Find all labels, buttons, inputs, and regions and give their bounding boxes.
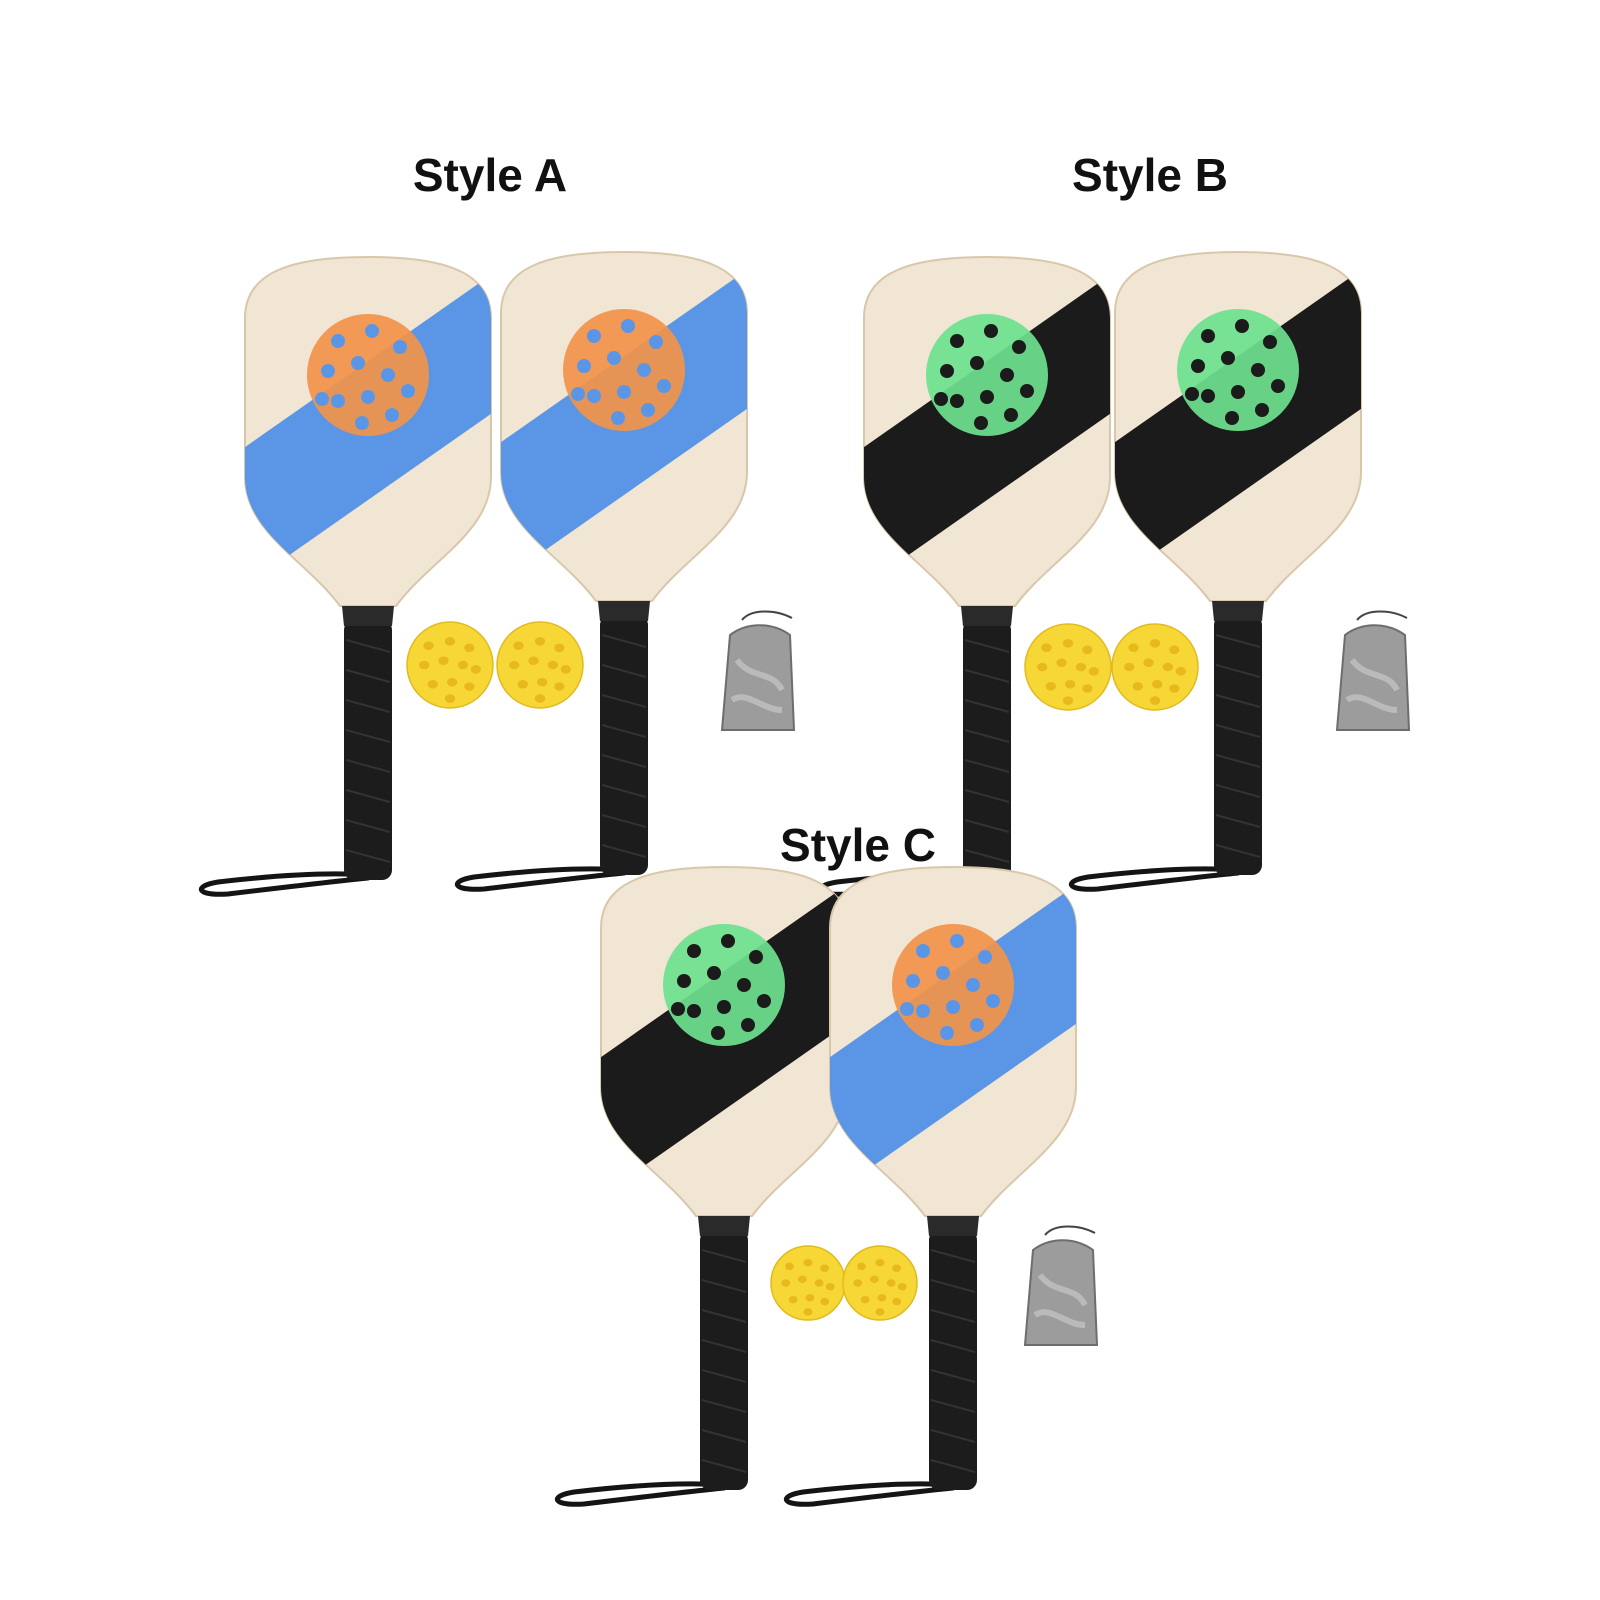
- pickleball-ball-icon: [770, 1245, 846, 1321]
- paddle-handle: [344, 620, 392, 880]
- pickleball-ball-icon: [1111, 623, 1199, 711]
- printed-ball-icon: [1177, 309, 1299, 431]
- pickleball-ball-icon: [496, 621, 584, 709]
- printed-ball-icon: [892, 924, 1014, 1046]
- style-c-set: [554, 865, 1099, 1507]
- paddle-handle: [929, 1230, 977, 1490]
- paddle-handle: [600, 615, 648, 875]
- style-b-title: Style B: [1072, 149, 1228, 201]
- style-b-paddle-2: [1068, 250, 1362, 892]
- mesh-bag-icon: [1023, 1225, 1099, 1346]
- wrist-strap: [1068, 866, 1241, 892]
- style-a-paddle-1: [198, 255, 492, 897]
- printed-ball-icon: [307, 314, 429, 436]
- paddle-handle: [963, 620, 1011, 880]
- style-c-paddle-2: [783, 865, 1077, 1507]
- pickleball-ball-icon: [842, 1245, 918, 1321]
- mesh-bag-icon: [720, 610, 796, 731]
- mesh-bag-icon: [1335, 610, 1411, 731]
- wrist-strap: [198, 871, 371, 897]
- style-a-title: Style A: [412, 149, 568, 201]
- style-b-set: [817, 250, 1411, 897]
- printed-ball-icon: [663, 924, 785, 1046]
- paddle-handle: [1214, 615, 1262, 875]
- pickleball-ball-icon: [1024, 623, 1112, 711]
- style-a-paddle-2: [454, 250, 748, 892]
- printed-ball-icon: [926, 314, 1048, 436]
- style-a-set: [198, 250, 796, 897]
- wrist-strap: [554, 1481, 727, 1507]
- wrist-strap: [454, 866, 627, 892]
- style-c-title: Style C: [780, 819, 936, 871]
- wrist-strap: [783, 1481, 956, 1507]
- pickleball-ball-icon: [406, 621, 494, 709]
- printed-ball-icon: [563, 309, 685, 431]
- style-b-paddle-1: [817, 255, 1111, 897]
- paddle-handle: [700, 1230, 748, 1490]
